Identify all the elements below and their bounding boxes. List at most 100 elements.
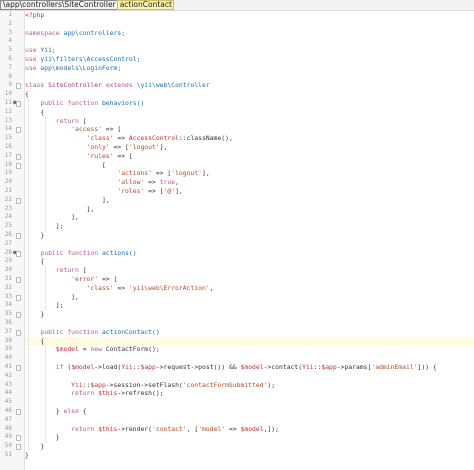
code-line[interactable]: return [ [25, 117, 474, 126]
code-line[interactable]: return [ [25, 266, 474, 275]
fold-toggle-icon[interactable] [16, 153, 21, 160]
code-line[interactable]: [ [25, 161, 474, 170]
fold-toggle-icon[interactable] [16, 329, 21, 336]
line-number: 50 [4, 442, 12, 450]
fold-toggle-icon[interactable] [16, 444, 21, 451]
fold-toggle-icon[interactable] [16, 294, 21, 301]
code-line[interactable]: 'rules' => [ [25, 152, 474, 161]
code-token: 'actions' [117, 169, 152, 178]
code-line[interactable]: ]; [25, 222, 474, 231]
override-marker-icon[interactable]: ● [13, 99, 17, 106]
code-token: $model [240, 424, 264, 433]
code-line[interactable] [25, 73, 474, 82]
code-token: 'adminEmail' [371, 363, 418, 371]
fold-toggle-icon[interactable] [16, 250, 21, 257]
override-marker-icon[interactable]: ● [13, 248, 17, 256]
line-number: 30 [4, 266, 12, 274]
code-token: => [144, 178, 160, 187]
code-line[interactable]: 'roles' => ['@'], [25, 187, 474, 196]
code-line[interactable]: 'error' => [ [25, 275, 474, 284]
code-line[interactable]: 'allow' => true, [25, 178, 474, 187]
code-line[interactable]: $model = new ContactForm(); [25, 345, 474, 354]
code-line[interactable]: return $this->render('contact', ['model'… [25, 425, 474, 434]
fold-toggle-icon[interactable] [16, 312, 21, 319]
gutter-row: 25 [0, 222, 24, 231]
line-number: 33 [4, 292, 12, 300]
code-line[interactable]: public function behaviors() [25, 99, 474, 108]
gutter-row: 16 [0, 143, 24, 152]
code-line[interactable]: use yii\filters\AccessControl; [25, 55, 474, 64]
code-line[interactable]: if ($model->load(Yii::$app->request->pos… [25, 363, 474, 372]
code-token: ->request->post()) && [155, 363, 241, 371]
code-line[interactable]: use Yii; [25, 46, 474, 55]
fold-toggle-icon[interactable] [16, 127, 21, 134]
gutter-row: 6 [0, 55, 24, 64]
breadcrumb-class-path[interactable]: \app\controllers\SiteController [0, 0, 118, 10]
breadcrumb-method[interactable]: actionContact [116, 0, 174, 10]
code-line[interactable]: Yii::$app->session->setFlash('contactFor… [25, 381, 474, 390]
code-line[interactable]: public function actions() [25, 249, 474, 258]
code-line[interactable]: use app\models\LoginForm; [25, 64, 474, 73]
fold-toggle-icon[interactable] [16, 277, 21, 283]
code-line[interactable]: ], [25, 293, 474, 302]
code-line[interactable]: <?php [25, 11, 474, 20]
code-line[interactable]: namespace app\controllers; [25, 29, 474, 38]
code-line[interactable]: } [25, 442, 474, 451]
code-line[interactable]: } [25, 231, 474, 240]
code-token: $model [55, 345, 79, 354]
fold-toggle-icon[interactable] [16, 83, 21, 90]
fold-toggle-icon[interactable] [16, 409, 21, 415]
code-line[interactable] [25, 20, 474, 29]
code-line[interactable]: } [25, 310, 474, 319]
code-line[interactable] [25, 240, 474, 249]
code-token: AccessControl [128, 134, 179, 143]
code-token: 'class' [86, 283, 114, 292]
fold-toggle-icon[interactable] [16, 233, 21, 239]
fold-toggle-icon[interactable] [16, 162, 21, 169]
code-line[interactable] [25, 416, 474, 425]
code-line[interactable]: class SiteController extends \yii\web\Co… [25, 81, 474, 90]
code-line[interactable]: ], [25, 213, 474, 222]
fold-toggle-icon[interactable] [16, 101, 21, 107]
code-token [25, 425, 71, 433]
indent-guide [45, 266, 46, 311]
code-line[interactable]: ], [25, 205, 474, 214]
code-line[interactable]: ]; [25, 301, 474, 310]
code-line[interactable]: return $this->refresh(); [25, 389, 474, 398]
gutter-row: 10 [0, 90, 24, 99]
code-token: new [90, 345, 106, 354]
code-line[interactable] [25, 37, 474, 46]
code-token: use [25, 63, 41, 72]
code-line[interactable]: { [25, 336, 474, 346]
code-line[interactable]: 'class' => AccessControl::className(), [25, 134, 474, 143]
code-line[interactable]: { [25, 90, 474, 99]
fold-toggle-icon[interactable] [16, 435, 21, 442]
code-line[interactable]: } [25, 433, 474, 442]
code-line[interactable]: 'access' => [ [25, 125, 474, 134]
code-line[interactable]: public function actionContact() [25, 328, 474, 337]
fold-toggle-icon[interactable] [16, 365, 21, 371]
code-line[interactable] [25, 354, 474, 363]
gutter-row: 39 [0, 345, 24, 354]
code-line[interactable] [25, 398, 474, 407]
code-token [25, 275, 71, 283]
code-token: app\models\LoginForm; [40, 63, 122, 72]
code-line[interactable]: { [25, 108, 474, 117]
code-line[interactable]: 'class' => 'yii\web\ErrorAction', [25, 284, 474, 293]
code-line[interactable]: 'only' => ['logout'], [25, 143, 474, 152]
code-line[interactable]: { [25, 257, 474, 266]
code-line[interactable] [25, 372, 474, 381]
code-line[interactable] [25, 319, 474, 328]
code-token: { [25, 107, 45, 116]
code-line[interactable]: ], [25, 196, 474, 205]
code-line[interactable]: 'actions' => ['logout'], [25, 169, 474, 178]
code-line[interactable]: } [25, 451, 474, 460]
code-line[interactable]: } else { [25, 407, 474, 416]
fold-toggle-icon[interactable] [16, 197, 21, 204]
code-token: public function [25, 327, 102, 336]
code-token: 'logout' [171, 169, 203, 178]
code-token: => [ [113, 151, 133, 160]
code-token: [ [82, 266, 87, 275]
